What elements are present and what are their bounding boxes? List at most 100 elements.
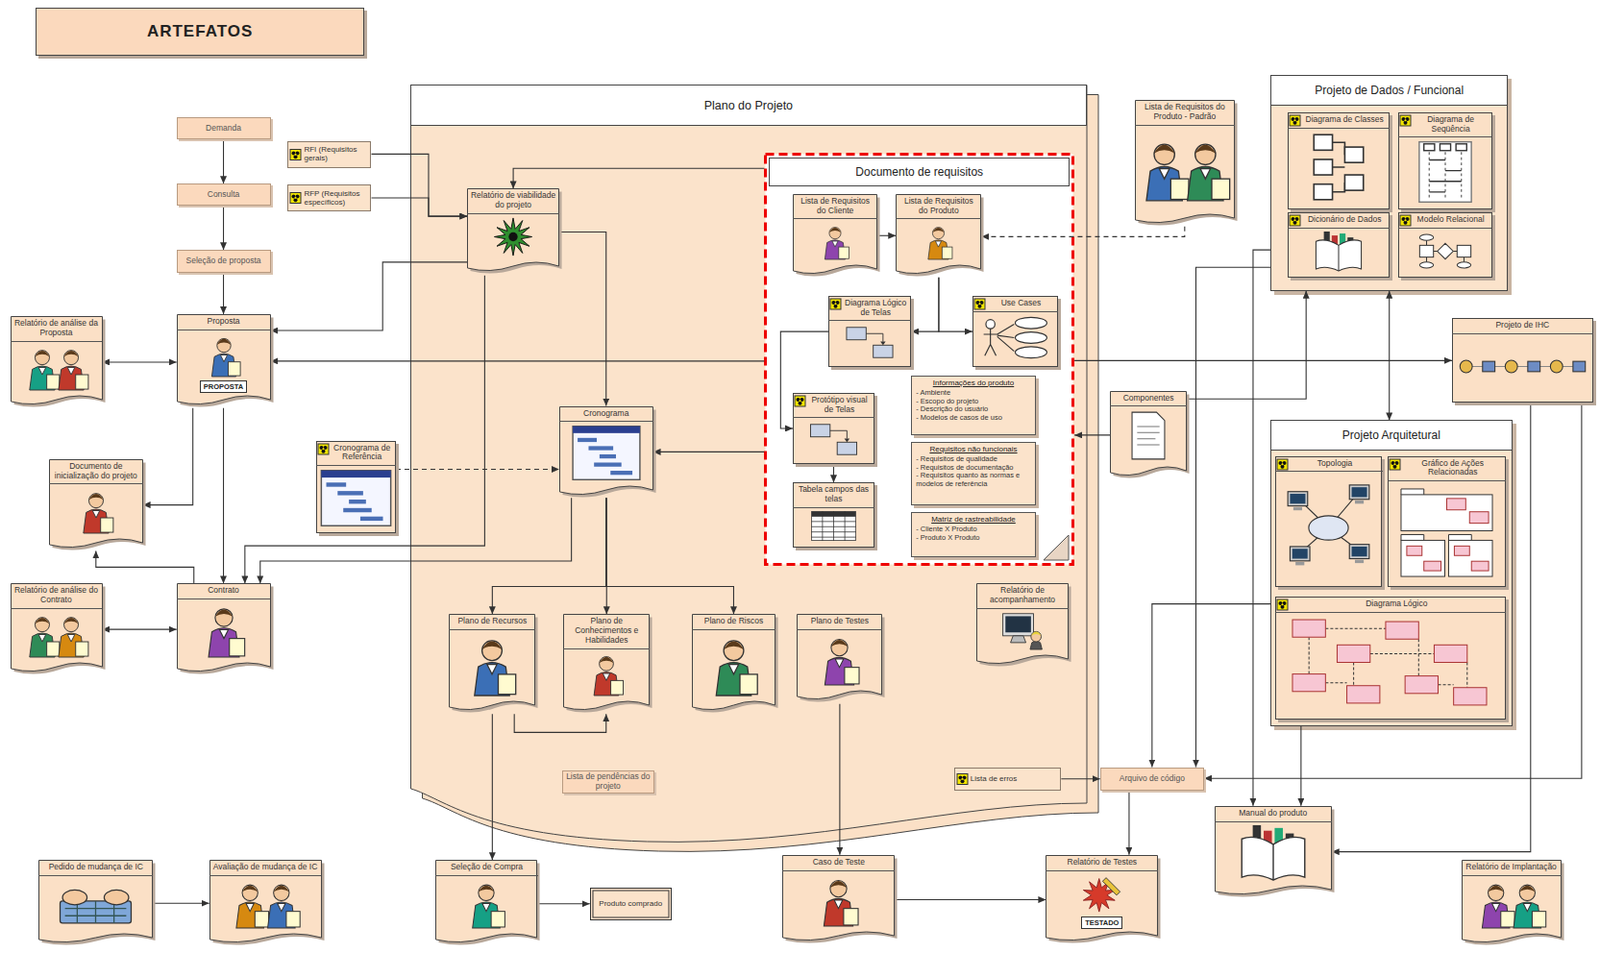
icon-shape — [1110, 391, 1187, 475]
icon-shape — [1282, 601, 1287, 606]
document-box: Contrato — [176, 583, 271, 676]
document-box: Relatório de análise da Proposta — [10, 316, 103, 409]
icon-shape — [28, 617, 59, 658]
node-label: Proposta — [176, 314, 271, 331]
icon-shape — [343, 508, 372, 513]
tagged-box: RFI (Requisitos gerais) — [287, 141, 371, 169]
icon — [1292, 619, 1487, 706]
artifact-card: Protótipo visual de Telas — [792, 393, 875, 465]
icon-shape — [88, 493, 103, 500]
node-detail: TESTADO — [1081, 916, 1123, 930]
icon-shape — [1200, 169, 1211, 180]
node-label: Pedido de mudança de IC — [38, 860, 153, 877]
node-label: RFI (Requisitos gerais) — [303, 145, 369, 163]
icon-shape — [1031, 632, 1042, 643]
connector — [1074, 434, 1110, 436]
icon-shape — [577, 437, 597, 442]
icon-shape — [1527, 361, 1541, 372]
icon-shape — [961, 775, 966, 780]
icon-shape — [348, 499, 367, 504]
icon-shape — [960, 779, 964, 784]
icon-shape — [563, 770, 655, 793]
icon — [811, 511, 857, 542]
connector — [538, 903, 591, 905]
connector — [894, 899, 1046, 901]
connector — [96, 550, 195, 584]
icon-shape — [74, 641, 88, 657]
icon-shape — [830, 880, 847, 897]
node-detail: - Modelos de casos de uso — [915, 414, 1032, 423]
plan-region: Plano do ProjetoRelatório de viabilidade… — [410, 84, 1087, 847]
icon-shape — [1352, 546, 1368, 557]
artifact-mark — [1277, 599, 1288, 611]
artifact-mark — [974, 298, 985, 310]
icon-shape — [509, 232, 518, 242]
icon-shape — [793, 483, 875, 548]
node-label: Relatório de viabilidade do projeto — [467, 188, 560, 215]
icon — [1287, 485, 1370, 567]
icon — [60, 890, 132, 924]
icon-shape — [1469, 511, 1489, 523]
node-shape — [448, 614, 536, 714]
icon-shape — [1137, 426, 1160, 445]
node-shape — [796, 614, 883, 704]
icon-shape — [1132, 412, 1165, 460]
icon-shape — [1487, 885, 1503, 901]
icon-shape — [1344, 174, 1363, 191]
icon-shape — [1504, 360, 1518, 373]
icon-shape — [1293, 221, 1298, 225]
icon-shape — [1280, 605, 1285, 610]
icon-shape — [498, 674, 517, 695]
step-box: Arquivo de código — [1100, 767, 1205, 791]
icon-shape — [1401, 217, 1405, 222]
icon-shape — [836, 300, 840, 305]
icon — [1146, 144, 1231, 201]
icon-shape — [242, 885, 258, 901]
node-label: Protótipo visual de Telas — [792, 393, 875, 419]
icon-shape — [1272, 844, 1274, 881]
icon-shape — [1350, 485, 1371, 500]
icon-shape — [593, 462, 622, 467]
icon-shape — [1452, 319, 1594, 403]
icon-shape — [236, 885, 270, 929]
icon-shape — [957, 773, 968, 785]
icon-shape — [896, 194, 982, 273]
node-label: Relatório de Testes — [1045, 855, 1158, 872]
icon — [1132, 412, 1165, 460]
icon-shape — [482, 641, 503, 650]
icon-shape — [1308, 516, 1349, 541]
node-detail: PROPOSTA — [199, 380, 248, 394]
icon-shape — [1400, 215, 1411, 226]
icon-shape — [572, 425, 640, 433]
icon-shape — [227, 362, 241, 376]
connector — [222, 273, 224, 315]
icon-shape — [880, 341, 887, 345]
icon-shape — [783, 855, 895, 940]
icon-shape — [834, 304, 838, 309]
icon-shape — [1406, 545, 1423, 556]
icon-shape — [1276, 456, 1382, 587]
node-detail: - Ambiente — [915, 389, 1032, 398]
icon-shape — [599, 454, 616, 459]
icon-shape — [292, 150, 296, 155]
connector — [152, 903, 209, 905]
icon-shape — [829, 295, 911, 367]
node-label: Projeto de IHC — [1452, 318, 1594, 335]
node-shape — [1275, 456, 1382, 588]
icon-shape — [176, 584, 271, 672]
icon-shape — [942, 246, 954, 259]
icon-shape — [1003, 614, 1034, 637]
node-label: Tabela campos das telas — [792, 482, 875, 509]
icon-shape — [985, 320, 995, 329]
icon — [28, 350, 88, 391]
icon-shape — [487, 664, 497, 675]
document-box: Cronograma — [559, 406, 654, 499]
icon-shape — [478, 885, 494, 901]
icon — [211, 338, 241, 377]
node-shape — [38, 860, 153, 947]
node-label: Documento de requisitos — [768, 157, 1070, 187]
icon-shape — [1403, 221, 1407, 225]
node-detail: - Cliente X Produto — [915, 525, 1032, 535]
icon-shape — [1279, 461, 1283, 466]
icon-shape — [836, 442, 857, 455]
